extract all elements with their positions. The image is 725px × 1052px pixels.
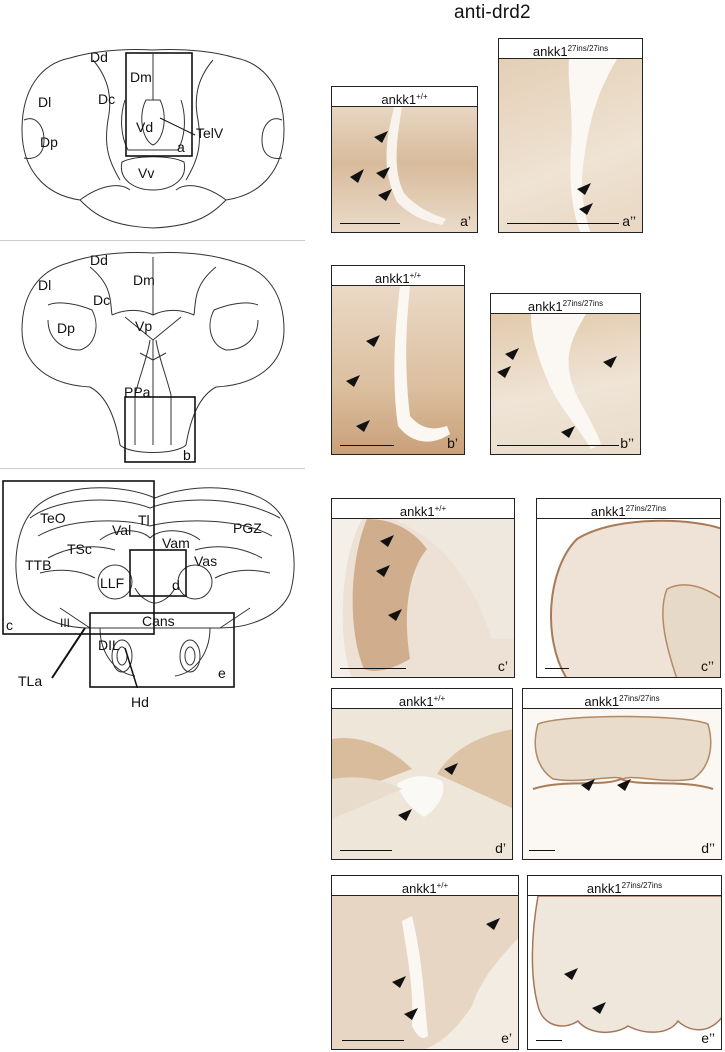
label-box-c: c [6,617,13,633]
micrograph-e2: ankk127ins/27ins e’’ [527,875,722,1050]
scale-bar [342,1039,404,1041]
label-pgz: PGZ [233,520,262,536]
figure-title: anti-drd2 [454,2,531,23]
micrograph-image: c’’ [537,519,720,677]
brain-schematic-c: TeO Val Tl PGZ TSc Vam TTB Vas LLF d c I… [0,478,310,688]
label-vv: Vv [138,165,155,181]
panel-header: ankk127ins/27ins [499,39,642,59]
label-tla: TLa [18,673,43,689]
micrograph-image: a’’ [499,59,642,232]
label-dc: Dc [98,91,116,107]
panel-header: ankk1+/+ [332,87,477,107]
micrograph-image: b’’ [491,314,640,454]
label-box-d: d [172,577,180,593]
panel-header: ankk1+/+ [332,876,518,896]
micrograph-b2: ankk127ins/27ins b’’ [490,293,641,455]
micrograph-image: b’ [332,286,464,454]
label-dl: Dl [38,94,52,110]
label-vam: Vam [162,535,190,551]
micrograph-d1: ankk1+/+ d’ [331,688,513,860]
label-dm: Dm [133,272,155,288]
label-teo: TeO [40,510,66,526]
micrograph-image: e’ [332,896,518,1049]
label-iii: III [60,616,71,630]
scale-bar [497,444,619,446]
label-dl: Dl [38,277,52,293]
divider [0,468,305,469]
micrograph-image: e’’ [528,896,721,1049]
panel-header: ankk1+/+ [332,499,514,519]
divider [0,240,305,241]
panel-header: ankk127ins/27ins [528,876,721,896]
micrograph-image: a’ [332,107,477,232]
panel-label: a’’ [622,213,636,229]
scale-bar [545,667,569,669]
label-dd: Dd [90,252,108,268]
label-ttb: TTB [25,557,52,573]
label-tsc: TSc [67,541,92,557]
scale-bar [340,444,394,446]
panel-label: d’’ [701,840,715,856]
brain-schematic-a: Dd Dm Dl Dc Vd TelV Dp a Vv [0,40,310,240]
micrograph-c2: ankk127ins/27ins c’’ [536,498,721,678]
panel-header: ankk1+/+ [332,266,464,286]
label-ppa: PPa [124,384,151,400]
label-cans: Cans [142,613,175,629]
panel-label: c’ [497,658,508,674]
panel-header: ankk1+/+ [332,689,512,709]
micrograph-b1: ankk1+/+ b’ [331,265,465,455]
label-dm: Dm [130,69,152,85]
label-box-a: a [177,139,185,155]
panel-label: e’’ [701,1030,715,1046]
panel-label: b’ [447,435,458,451]
label-telv: TelV [196,125,224,141]
panel-label: b’’ [620,435,634,451]
brain-schematic-b: Dd Dm Dl Dc Dp Vp PPa b [0,245,310,467]
scale-bar [507,222,619,224]
micrograph-image: c’ [332,519,514,677]
micrograph-a2: ankk127ins/27ins a’’ [498,38,643,233]
micrograph-image: d’’ [523,709,721,859]
label-dc: Dc [93,292,111,308]
label-llf: LLF [100,575,125,591]
scale-bar [529,849,555,851]
panel-label: a’ [460,213,471,229]
micrograph-e1: ankk1+/+ e’ [331,875,519,1050]
panel-label: c’’ [701,658,714,674]
label-dd: Dd [90,49,108,65]
scale-bar [340,222,400,224]
label-vd: Vd [136,119,154,135]
micrograph-c1: ankk1+/+ c’ [331,498,515,678]
label-dil: DIL [98,637,120,653]
panel-label: e’ [501,1030,512,1046]
label-vas: Vas [194,553,218,569]
panel-header: ankk127ins/27ins [491,294,640,314]
micrograph-d2: ankk127ins/27ins d’’ [522,688,722,860]
label-hd: Hd [131,694,149,710]
label-dp: Dp [40,134,58,150]
scale-bar [340,849,392,851]
scale-bar [340,667,406,669]
micrograph-image: d’ [332,709,512,859]
label-vp: Vp [135,318,153,334]
scale-bar [536,1039,562,1041]
label-val: Val [112,522,132,538]
label-tl: Tl [138,512,150,528]
micrograph-a1: ankk1+/+ a’ [331,86,478,233]
panel-header: ankk127ins/27ins [537,499,720,519]
label-dp: Dp [57,320,75,336]
panel-label: d’ [495,840,506,856]
label-box-b: b [183,447,191,463]
label-box-e: e [218,665,226,681]
panel-header: ankk127ins/27ins [523,689,721,709]
